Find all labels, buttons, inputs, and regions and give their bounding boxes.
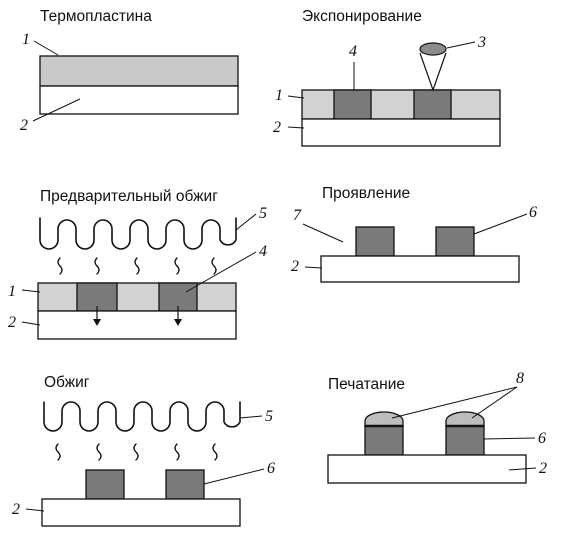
heat-wave-icon — [96, 443, 102, 461]
label-2: 2 — [20, 117, 28, 134]
label-5: 5 — [259, 205, 267, 222]
heat-waves — [57, 257, 217, 275]
leader-6 — [483, 437, 536, 440]
label-6: 6 — [529, 204, 537, 221]
leader-8 — [471, 386, 518, 419]
leader-2 — [304, 266, 323, 269]
exposed-region — [333, 89, 372, 120]
ink-cap — [445, 411, 485, 427]
leader-7 — [302, 223, 344, 243]
label-2: 2 — [539, 460, 547, 477]
substrate-plate — [327, 454, 527, 484]
title-printing: Печатание — [328, 376, 405, 393]
leader-1 — [33, 40, 59, 56]
label-7: 7 — [293, 207, 302, 224]
panel-firing: Обжиг 5 6 2 — [12, 374, 275, 527]
title-development: Проявление — [322, 185, 410, 202]
heat-wave-icon — [55, 443, 61, 461]
leader-6 — [203, 468, 265, 485]
ink-cap — [364, 411, 404, 427]
leader-4 — [185, 251, 257, 293]
substrate-plate — [41, 498, 241, 527]
panel-development: Проявление 7 6 2 — [291, 185, 537, 283]
panel-prebake: Предварительный обжиг 5 4 1 2 — [8, 188, 267, 340]
label-3: 3 — [477, 34, 486, 51]
label-2: 2 — [8, 314, 16, 331]
heat-wave-icon — [211, 257, 217, 275]
fired-pattern — [364, 425, 404, 456]
label-2: 2 — [291, 258, 299, 275]
label-2: 2 — [273, 119, 281, 136]
substrate-plate — [37, 310, 237, 340]
label-2: 2 — [12, 501, 20, 518]
title-exposure: Экспонирование — [302, 8, 422, 25]
leader-8 — [391, 386, 518, 419]
heat-wave-icon — [94, 257, 100, 275]
leader-2 — [32, 98, 81, 122]
label-5: 5 — [265, 408, 273, 425]
light-beam — [419, 52, 447, 92]
panel-printing: Печатание 8 6 2 — [327, 370, 547, 484]
label-6: 6 — [538, 430, 546, 447]
leader-1 — [21, 289, 41, 293]
heat-waves — [55, 443, 218, 461]
leader-3 — [446, 41, 476, 49]
substrate-plate — [301, 118, 501, 147]
label-4: 4 — [259, 243, 267, 260]
heat-wave-icon — [57, 257, 63, 275]
substrate-plate — [320, 255, 520, 283]
fired-pattern — [355, 226, 395, 257]
thermoplastic-layer — [39, 55, 239, 87]
panel-thermoplate: Термопластина 1 2 — [20, 8, 239, 134]
leader-5 — [235, 213, 257, 231]
arrowhead-icon — [93, 319, 101, 326]
heat-wave-icon — [134, 257, 140, 275]
heater-coil-icon — [39, 217, 237, 250]
fired-pattern — [445, 425, 485, 456]
panel-exposure: Экспонирование 3 4 1 2 — [273, 8, 501, 147]
leader-6 — [473, 213, 528, 235]
leader-2 — [25, 508, 45, 512]
label-1: 1 — [275, 87, 283, 104]
fired-pattern — [435, 226, 475, 257]
leader-1 — [287, 95, 305, 99]
heat-wave-icon — [212, 443, 218, 461]
title-firing: Обжиг — [44, 374, 90, 391]
label-8: 8 — [516, 370, 524, 387]
heater-coil-icon — [43, 401, 241, 432]
label-1: 1 — [22, 31, 30, 48]
exposed-region — [413, 89, 452, 120]
light-source-icon — [419, 42, 447, 56]
title-thermoplate: Термопластина — [40, 8, 152, 25]
thermoplastic-layer — [37, 282, 237, 312]
heat-wave-icon — [133, 443, 139, 461]
title-prebake: Предварительный обжиг — [40, 188, 218, 205]
thermoplastic-layer — [301, 89, 501, 120]
fired-pattern — [85, 469, 125, 500]
label-6: 6 — [267, 460, 275, 477]
leader-2 — [287, 126, 305, 129]
substrate-plate — [39, 85, 239, 115]
fired-pattern — [165, 469, 205, 500]
arrowhead-icon — [174, 319, 182, 326]
label-4: 4 — [349, 43, 357, 60]
leader-2 — [21, 321, 41, 326]
heat-wave-icon — [174, 257, 180, 275]
label-1: 1 — [8, 283, 16, 300]
heat-wave-icon — [174, 443, 180, 461]
leader-2 — [508, 467, 537, 471]
leader-5 — [239, 415, 263, 419]
